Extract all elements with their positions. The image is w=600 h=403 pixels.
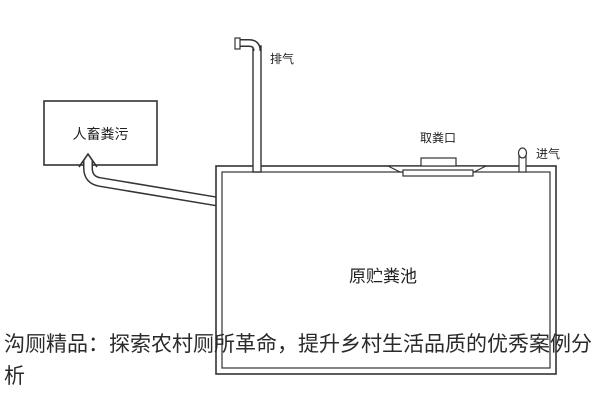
source-box [43, 100, 158, 166]
outlet-cover [387, 157, 487, 177]
exhaust-label: 排气 [270, 51, 294, 66]
inlet-arrow-icon [78, 152, 98, 168]
tank-inner-wall [221, 171, 551, 369]
caption: 沟厕精品：探索农村厕所革命，提升乡村生活品质的优秀案例分析 [4, 332, 592, 388]
tank-label: 原贮粪池 [349, 267, 417, 287]
exhaust-vent-icon [234, 37, 262, 173]
source-label: 人畜粪污 [73, 127, 129, 143]
outlet-label: 取粪口 [420, 131, 456, 145]
intake-label: 进气 [536, 146, 560, 161]
inlet-pipe [78, 152, 227, 208]
intake-vent-icon [517, 147, 528, 173]
